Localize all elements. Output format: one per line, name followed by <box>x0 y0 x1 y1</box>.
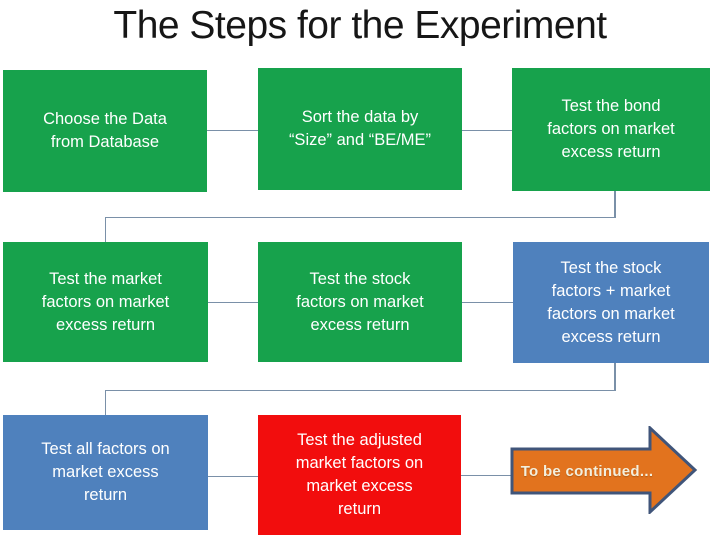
flow-box-label: Test the stock factors + market factors … <box>547 258 675 346</box>
flow-box-label: Test the adjusted market factors on mark… <box>295 431 424 518</box>
to-be-continued-arrow <box>510 426 698 514</box>
flow-box-sort-data: Sort the data by “Size” and “BE/ME” <box>258 68 462 190</box>
connector-row2-right <box>462 301 513 303</box>
flow-box-test-market-factors: Test the market factors on market excess… <box>3 242 208 362</box>
connector-row1-right <box>462 129 512 131</box>
flow-box-label: Test the stock factors on market excess … <box>296 269 424 334</box>
flow-box-test-bond-factors: Test the bond factors on market excess r… <box>512 68 710 191</box>
connector-row2-left <box>208 301 258 303</box>
connector-row3-left <box>208 475 258 477</box>
flow-box-label: Test the bond factors on market excess r… <box>547 97 675 161</box>
flow-box-test-stock-plus-market: Test the stock factors + market factors … <box>513 242 709 363</box>
flow-box-label: Choose the Data from Database <box>43 110 167 151</box>
flow-box-label: Sort the data by “Size” and “BE/ME” <box>288 108 432 149</box>
to-be-continued-label: To be continued... <box>520 462 654 480</box>
connector-row1-left <box>207 129 258 131</box>
flow-box-label: Test the market factors on market excess… <box>41 269 170 334</box>
flow-box-test-all-factors: Test all factors on market excess return <box>3 415 208 530</box>
flow-box-choose-data: Choose the Data from Database <box>3 70 207 192</box>
flow-box-test-stock-factors: Test the stock factors on market excess … <box>258 242 462 362</box>
connector-elbow2-across <box>104 389 616 391</box>
connector-elbow2-down <box>614 363 616 390</box>
connector-elbow1-into <box>104 216 106 242</box>
connector-row3-right <box>461 474 512 476</box>
connector-elbow1-across <box>104 216 616 218</box>
flow-box-test-adjusted-factors: Test the adjusted market factors on mark… <box>258 415 461 535</box>
flow-box-label: Test all factors on market excess return <box>41 440 170 504</box>
right-arrow-shape <box>510 426 698 514</box>
connector-elbow2-into <box>104 389 106 415</box>
slide-title: The Steps for the Experiment <box>113 4 607 47</box>
connector-elbow1-down <box>614 191 616 217</box>
